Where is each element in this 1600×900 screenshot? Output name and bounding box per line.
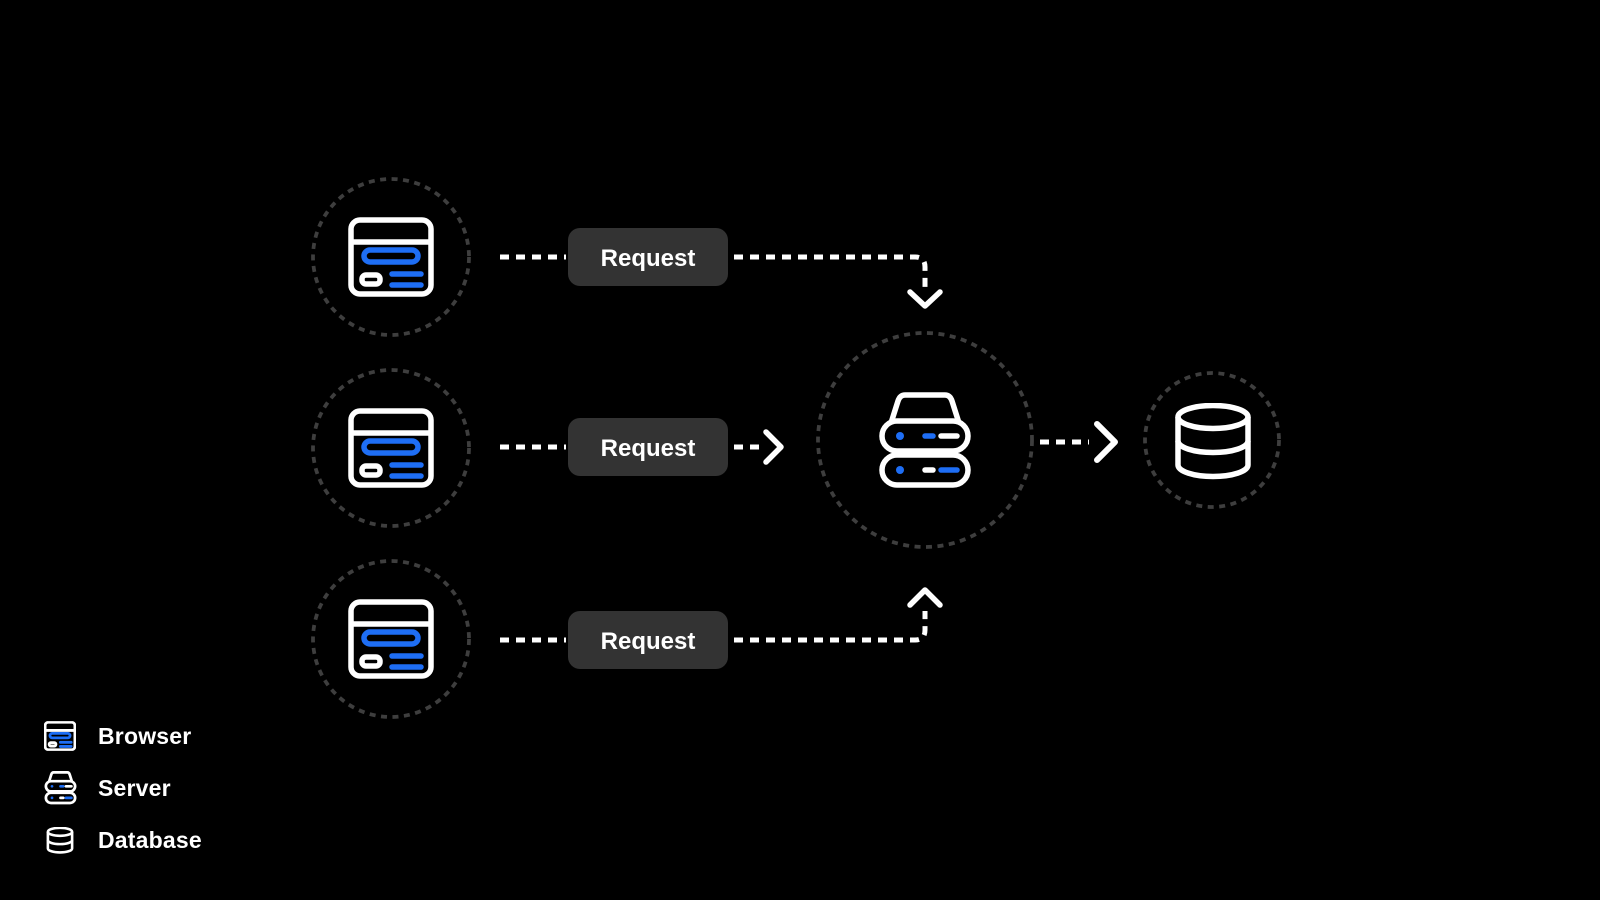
dashed-circle [311,559,471,719]
request-badge-bg [568,228,728,286]
browser-node-2 [311,368,471,528]
browser-icon [350,601,432,677]
legend-item-browser: Browser [43,710,202,762]
request-badge-bg [568,611,728,669]
browser-node-1 [311,177,471,337]
dashed-circle [1143,371,1281,509]
legend-item-database: Database [43,814,202,866]
request-label: Request [601,628,696,655]
browser-icon [350,410,432,486]
legend-label-browser: Browser [98,722,192,749]
request-badge-bg [568,418,728,476]
arrowhead-right-icon [1094,421,1118,463]
server-node [816,331,1034,549]
browser-icon [43,721,77,751]
arrow-request1-to-server [734,254,928,288]
request-label: Request [601,245,696,272]
request-badge-2: Request [568,418,728,476]
server-icon [43,771,77,805]
legend: Browser Server Database [43,710,202,866]
request-badge-1: Request [568,228,728,286]
dashed-circle [816,331,1034,549]
dashed-circle [311,368,471,528]
browser-node-3 [311,559,471,719]
server-icon [881,394,969,486]
database-icon [1177,405,1249,477]
legend-item-server: Server [43,762,202,814]
arrow-request3-to-server [734,611,928,643]
arrowhead-right-icon [763,429,784,465]
legend-label-database: Database [98,826,202,853]
arrowhead-up-icon [907,587,943,608]
database-icon [43,827,77,854]
database-node [1143,371,1281,509]
arrowhead-down-icon [907,289,943,309]
request-label: Request [601,435,696,462]
browser-icon [350,219,432,295]
request-badge-3: Request [568,611,728,669]
dashed-circle [311,177,471,337]
legend-label-server: Server [98,774,171,801]
